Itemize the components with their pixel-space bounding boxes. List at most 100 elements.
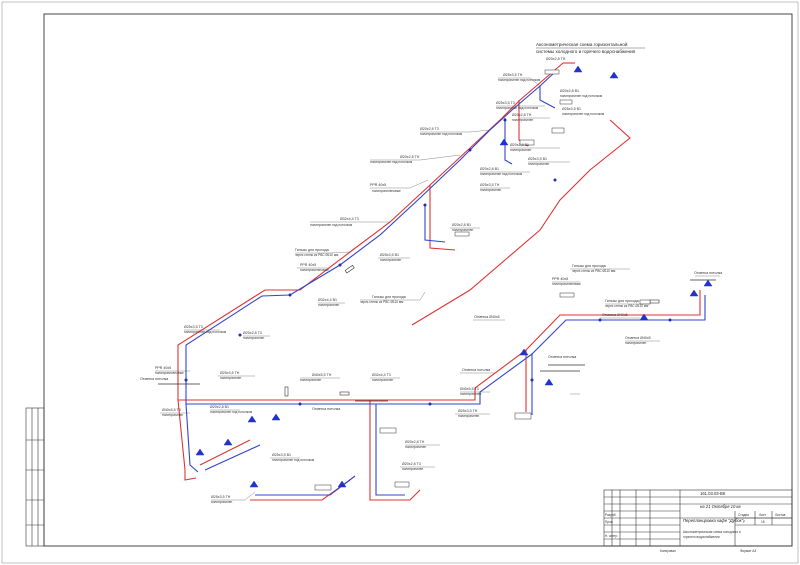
label-10xb: через стены из PВС Ø110 мм: [572, 269, 615, 273]
sheet-caption: на 21 Октября 10 кв: [700, 504, 741, 509]
label-3: Ø20х2,8 В1: [560, 89, 579, 93]
label-4: Ø25х3,5 Т3: [496, 101, 515, 105]
label-10: Гильзы для прохода: [295, 248, 329, 252]
fittings: [184, 118, 672, 406]
label-15b: полипропилен над потолком: [370, 160, 412, 164]
label-24b: полипропилен: [460, 392, 481, 396]
label-3xb: полипропилен под потолком: [210, 410, 252, 414]
role-nkontr: Н. контр.: [605, 534, 618, 538]
label-7b: полипропиленовые: [372, 189, 401, 193]
label-8b: полипропилен над потолком: [420, 132, 462, 136]
label-5xb: полипропилен под потолком: [272, 458, 314, 462]
label-3b: полипропилен под потолком: [560, 94, 602, 98]
label-13b: полипропилен: [480, 188, 501, 192]
label-30: Отметка потолка: [140, 377, 168, 381]
label-24: Ø40х5,5 Т3: [460, 387, 479, 391]
label-22: Ø20х2,8 Т3: [243, 331, 262, 335]
label-11b: полипропилен: [528, 162, 549, 166]
label-26: Гильзы для прохода: [372, 295, 406, 299]
label-6x: Ø20х2,8 ТН: [405, 440, 425, 444]
label-21x: полипропилен: [625, 341, 646, 345]
pipe-labels: Ø25х3,5 ТН полипропилен над потолком Ø20…: [140, 57, 722, 504]
sheet-inner-frame: [43, 13, 793, 547]
label-29b: полипропилен: [458, 414, 479, 418]
pipe-cold-water: [185, 71, 706, 496]
label-15: Ø20х2,8 ТН: [400, 155, 420, 159]
sheets-header: Листов: [775, 513, 786, 517]
label-5x: Ø25х3,5 В1: [272, 453, 291, 457]
label-22xb: полипропилен: [402, 467, 423, 471]
label-29: Ø25х3,5 ТН: [458, 409, 478, 413]
label-13: Ø25х3,5 ТН: [480, 183, 500, 187]
label-7xb: полипропиленовые: [552, 282, 581, 286]
label-34: Отметка потолка: [694, 271, 722, 275]
format-label: Формат А3: [740, 549, 756, 553]
label-27b: полипропилен: [372, 378, 393, 382]
label-23b: полипропилен над потолком: [184, 330, 226, 334]
stage-value: Р: [743, 520, 745, 524]
label-21: Ø20х2,8 В1: [452, 223, 471, 227]
label-16b: полипропиленовые: [300, 268, 329, 272]
left-side-stamp: [25, 407, 45, 547]
drawing-name-2: горячего водоснабжения: [683, 535, 720, 539]
label-28b: полипропилен: [300, 378, 321, 382]
label-31: Отметка потолка: [312, 407, 340, 411]
label-9b: полипропилен: [510, 148, 531, 152]
title-block: [603, 489, 793, 547]
label-18b: полипропилен: [220, 376, 241, 380]
copied-label: Копировал: [660, 549, 676, 553]
label-13x: Ø25х3,5 ТН: [211, 495, 231, 499]
stage-header: Стадия: [738, 513, 749, 517]
label-18: Ø25х3,5 ТН: [220, 371, 240, 375]
label-36: Отметка Ø40х5: [602, 313, 628, 317]
label-28: Ø40х5,5 ТН: [312, 373, 332, 377]
label-12: Ø40х5,5 Т3: [162, 408, 181, 412]
label-7x: PPR 40х5: [552, 277, 568, 281]
label-1b: полипропилен над потолком: [498, 78, 540, 82]
label-26x: Гильзы для прохода: [605, 299, 639, 303]
label-27: Ø32х4,4 Т3: [372, 373, 391, 377]
diagram-title-line2: системы холодного и горячего водоснабжен…: [536, 49, 636, 54]
label-10b: через стены из PВС Ø110 мм: [295, 253, 338, 257]
label-10x: Гильзы для прохода: [572, 264, 606, 268]
label-5b: полипропилен под потолком: [562, 112, 604, 116]
label-35: Отметка Ø40х5: [474, 315, 500, 319]
label-3x: Ø20х2,8 В1: [210, 405, 229, 409]
leader-lines: [155, 77, 720, 501]
label-21b: полипропилен: [452, 228, 473, 232]
label-19: Ø25х3,5 В1: [380, 253, 399, 257]
label-32: Отметка потолка: [462, 368, 490, 372]
label-37: Отметка Ø40х5: [625, 336, 651, 340]
label-17b: полипропилен над потолком: [480, 172, 522, 176]
label-7: PPR 40х5: [370, 183, 386, 187]
label-12b: полипропилен: [162, 413, 183, 417]
label-14: Ø32х4,4 Т3: [340, 217, 359, 221]
label-26xb: через стены из PВС Ø110 мм: [605, 304, 648, 308]
label-1: Ø25х3,5 ТН: [503, 73, 523, 77]
label-14b: полипропилен над потолком: [310, 223, 352, 227]
sheet-header: Лист: [759, 513, 766, 517]
label-6b: полипропилен: [512, 118, 533, 122]
label-19b: полипропилен: [380, 258, 401, 262]
label-8: Ø20х2,8 Т3: [420, 127, 439, 131]
label-11: Ø25х3,5 В1: [528, 157, 547, 161]
label-6xb: полипропилен: [405, 445, 426, 449]
water-taps: [195, 65, 713, 488]
label-16: PPR 40х5: [300, 263, 316, 267]
ceiling-marks: [158, 279, 716, 402]
label-9: Ø20х2,8 В1: [510, 143, 529, 147]
fixtures: [314, 69, 651, 491]
label-26b: через стены из PВС Ø110 мм: [360, 300, 403, 304]
label-22b: полипропилен: [243, 336, 264, 340]
label-33: Отметка потолка: [548, 355, 576, 359]
label-5: Ø25х3,5 В1: [562, 107, 581, 111]
label-4b: полипропилен над потолком: [496, 106, 538, 110]
label-23: Ø25х3,5 Т3: [184, 325, 203, 329]
label-17: Ø20х2,8 В1: [480, 167, 499, 171]
label-25: PPR 40х5: [155, 366, 171, 370]
role-razrab: Разраб.: [605, 513, 617, 517]
doc-code: 161.03.03-ВК: [700, 491, 726, 496]
label-20b: полипропилен: [318, 303, 339, 307]
